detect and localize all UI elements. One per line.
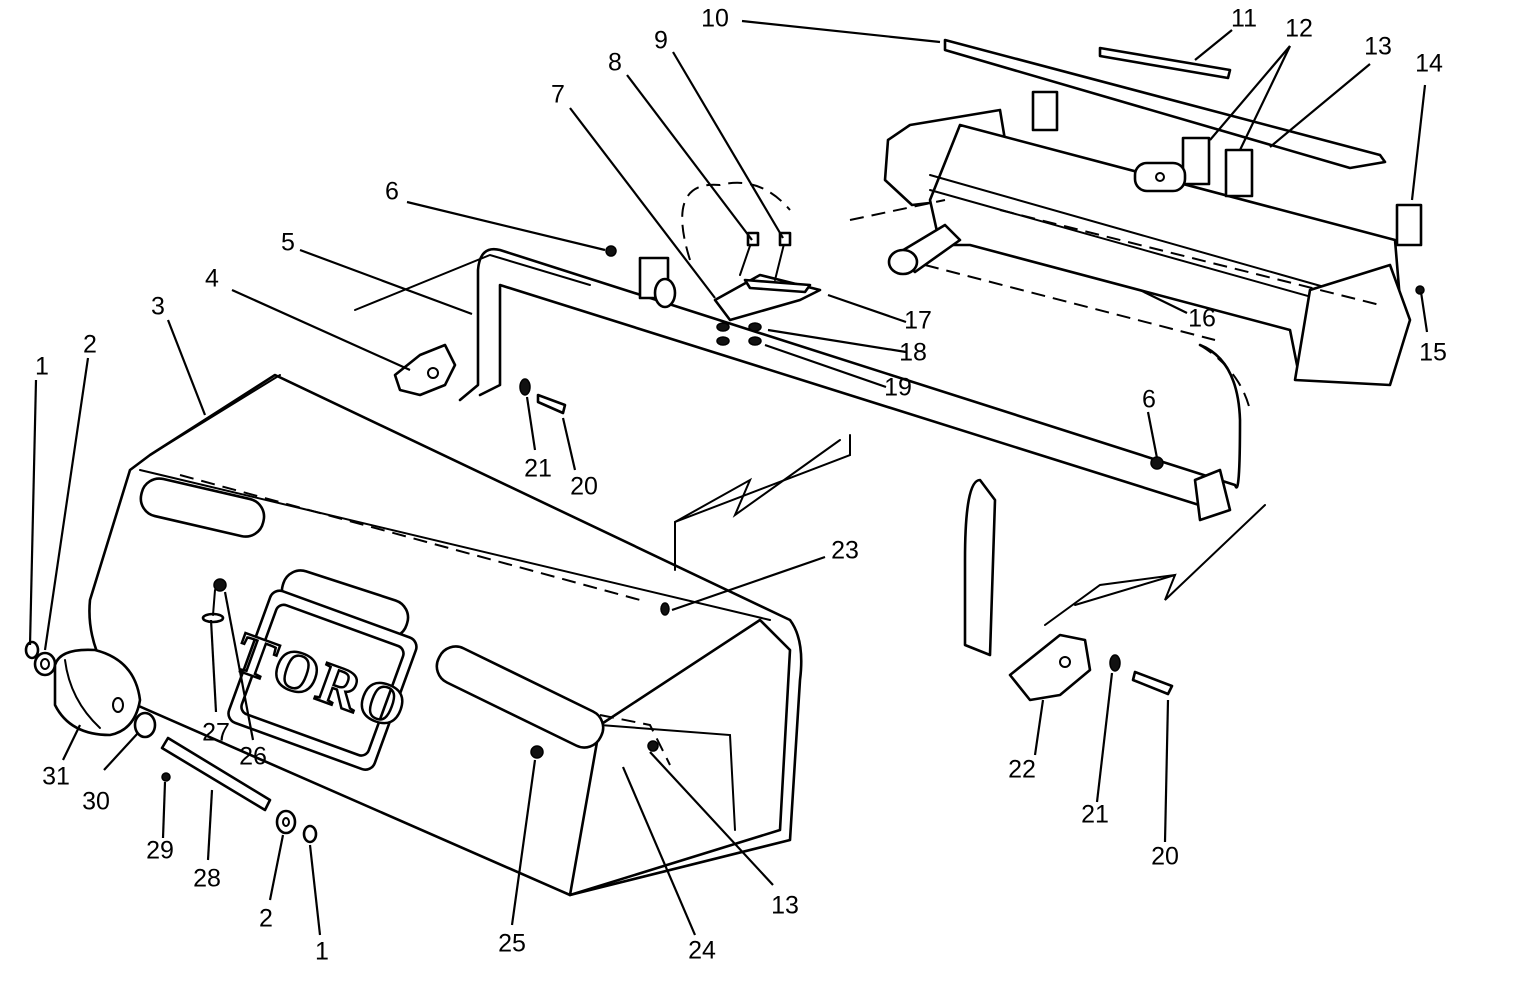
callout-label: 1 bbox=[35, 353, 49, 381]
callout-label: 6 bbox=[385, 178, 399, 206]
callout-label: 29 bbox=[146, 837, 174, 865]
callout-label: 28 bbox=[193, 865, 221, 893]
callout-label: 4 bbox=[205, 265, 219, 293]
callout-label: 26 bbox=[239, 743, 267, 771]
callout-label: 20 bbox=[570, 473, 598, 501]
callout-label: 16 bbox=[1188, 305, 1216, 333]
bracket-4 bbox=[393, 343, 457, 397]
callout-label: 1 bbox=[315, 938, 329, 966]
callout-label: 15 bbox=[1419, 339, 1447, 367]
latch-assembly bbox=[713, 231, 822, 346]
callout-label: 6 bbox=[1142, 386, 1156, 414]
callout-label: 2 bbox=[83, 331, 97, 359]
callout-label: 3 bbox=[151, 293, 165, 321]
bracket-22 bbox=[1008, 633, 1092, 702]
callout-label: 22 bbox=[1008, 756, 1036, 784]
callout-label: 19 bbox=[884, 374, 912, 402]
callout-label: 14 bbox=[1415, 50, 1443, 78]
callout-label: 10 bbox=[701, 5, 729, 33]
callout-label: 17 bbox=[904, 307, 932, 335]
callout-label: 7 bbox=[551, 81, 565, 109]
grass-catcher-hood: TORO bbox=[88, 373, 803, 897]
callout-label: 31 bbox=[42, 763, 70, 791]
callout-label: 13 bbox=[771, 892, 799, 920]
hinge-bracket-left bbox=[638, 256, 677, 309]
callout-label: 18 bbox=[899, 339, 927, 367]
fasteners bbox=[201, 245, 1174, 759]
callout-label: 27 bbox=[202, 719, 230, 747]
callout-label: 21 bbox=[524, 455, 552, 483]
callout-label: 5 bbox=[281, 229, 295, 257]
leader-lines bbox=[28, 19, 1429, 936]
callout-label: 23 bbox=[831, 537, 859, 565]
callout-label: 25 bbox=[498, 930, 526, 958]
callout-label: 24 bbox=[688, 937, 716, 965]
callout-labels: 1 2 3 4 5 6 7 8 9 10 11 12 13 14 15 6 16… bbox=[35, 5, 1447, 966]
hinge-bracket-right bbox=[1193, 468, 1232, 522]
callout-label: 8 bbox=[608, 49, 622, 77]
callout-label: 12 bbox=[1285, 15, 1313, 43]
frame-assembly bbox=[849, 38, 1425, 387]
callout-label: 20 bbox=[1151, 843, 1179, 871]
callout-label: 2 bbox=[259, 905, 273, 933]
callout-label: 13 bbox=[1364, 33, 1392, 61]
callout-label: 11 bbox=[1231, 5, 1257, 33]
roller-parts bbox=[24, 640, 318, 844]
callout-label: 21 bbox=[1081, 801, 1109, 829]
callout-label: 30 bbox=[82, 788, 110, 816]
handle-tube bbox=[458, 181, 1251, 657]
break-lines bbox=[354, 253, 1266, 626]
callout-label: 9 bbox=[654, 27, 668, 55]
